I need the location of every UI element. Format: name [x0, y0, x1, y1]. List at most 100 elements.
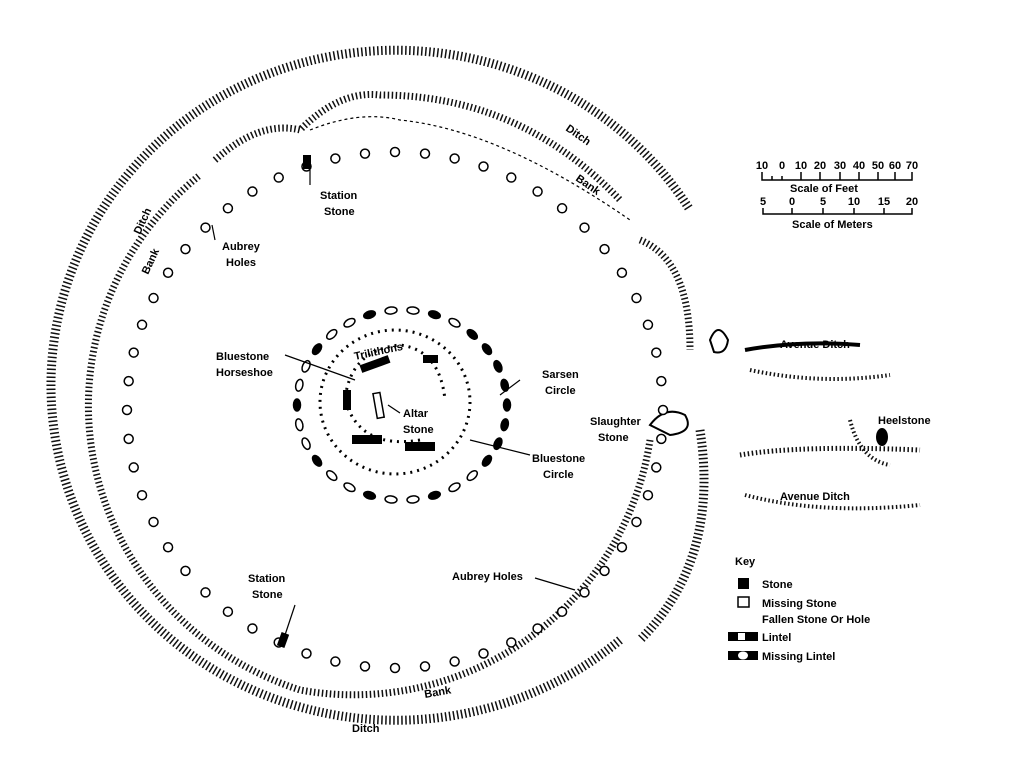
- label-bluestone-circle: Bluestone: [532, 453, 585, 465]
- sarsen-stone: [343, 317, 356, 328]
- label-bank-bottom: Bank: [423, 684, 452, 701]
- sarsen-stone: [384, 495, 398, 504]
- scale-feet-tick: 20: [814, 160, 826, 172]
- aubrey-hole: [148, 292, 159, 304]
- stone-hole-marker: [708, 329, 730, 354]
- aubrey-hole: [579, 587, 590, 598]
- aubrey-hole: [389, 662, 401, 674]
- sarsen-stone: [362, 490, 377, 500]
- scale-meters-tick: 20: [906, 196, 918, 208]
- aubrey-hole: [651, 462, 662, 473]
- aubrey-hole: [330, 153, 341, 164]
- scale-meters-title: Scale of Meters: [792, 219, 873, 231]
- label-slaughter-stone-2: Stone: [598, 432, 629, 444]
- label-avenue-ditch-bottom: Avenue Ditch: [780, 491, 850, 503]
- aubrey-hole: [359, 661, 371, 672]
- aubrey-hole: [247, 186, 258, 197]
- bank: [84, 90, 694, 699]
- aubrey-hole: [656, 375, 667, 387]
- aubrey-hole: [123, 375, 134, 387]
- trilithons: [343, 355, 438, 451]
- aubrey-hole: [631, 292, 642, 304]
- aubrey-hole: [247, 623, 258, 634]
- altar-stone: [372, 391, 386, 420]
- sarsen-circle: [292, 306, 512, 504]
- label-bluestone-horseshoe-2: Horseshoe: [216, 367, 273, 379]
- scale-feet-tick: 10: [756, 160, 768, 172]
- aubrey-hole: [162, 542, 174, 553]
- outer-ditch: [46, 45, 709, 725]
- label-altar-stone-2: Stone: [403, 424, 434, 436]
- aubrey-hole: [532, 186, 543, 197]
- sarsen-stone: [311, 343, 323, 356]
- scale-feet-title: Scale of Feet: [790, 183, 858, 195]
- aubrey-holes: [121, 146, 669, 674]
- key-title: Key: [735, 556, 756, 568]
- sarsen-stone: [466, 470, 479, 482]
- scale-feet-tick: 0: [779, 160, 785, 172]
- scale-feet-tick: 50: [872, 160, 884, 172]
- aubrey-hole: [506, 637, 517, 648]
- aubrey-hole: [330, 656, 341, 667]
- aubrey-hole: [162, 267, 174, 278]
- aubrey-hole: [478, 161, 489, 172]
- missing-stone-symbol: [737, 596, 750, 608]
- key-item-lintel: Lintel: [762, 632, 791, 644]
- inner-bank-edge: [309, 116, 631, 221]
- label-aubrey-holes-top-2: Holes: [226, 257, 256, 269]
- aubrey-hole: [449, 656, 460, 667]
- aubrey-hole: [136, 489, 148, 501]
- avenue: [739, 341, 921, 511]
- label-bluestone-horseshoe: Bluestone: [216, 351, 269, 363]
- scale-feet-tick: 40: [853, 160, 865, 172]
- sarsen-stone: [427, 310, 442, 320]
- aubrey-hole: [200, 222, 211, 233]
- sarsen-stone: [343, 482, 356, 493]
- aubrey-hole: [222, 203, 234, 214]
- label-station-stone-bottom-2: Stone: [252, 589, 283, 601]
- scale-meters-tick: 0: [789, 196, 795, 208]
- aubrey-hole: [556, 606, 568, 617]
- aubrey-hole: [128, 347, 139, 358]
- bluestone-horseshoe: [343, 343, 447, 444]
- sarsen-stone: [448, 317, 461, 328]
- key: Key Stone Missing Stone Fallen Stone Or …: [728, 556, 870, 663]
- sarsen-stone: [294, 418, 304, 432]
- sarsen-stone: [406, 495, 420, 504]
- aubrey-hole: [200, 587, 211, 598]
- aubrey-hole: [301, 648, 312, 659]
- aubrey-hole: [651, 347, 662, 358]
- scale-feet-tick: 10: [795, 160, 807, 172]
- label-bank-left: Bank: [140, 246, 163, 276]
- label-altar-stone: Altar: [403, 408, 429, 420]
- aubrey-hole: [449, 153, 460, 164]
- label-ditch-top: Ditch: [563, 123, 593, 149]
- aubrey-hole: [478, 648, 489, 659]
- label-station-stone-top-2: Stone: [324, 206, 355, 218]
- label-sarsen-circle-2: Circle: [545, 385, 576, 397]
- scale-meters-tick: 10: [848, 196, 860, 208]
- key-item-stone: Stone: [762, 579, 793, 591]
- aubrey-hole: [532, 623, 543, 634]
- label-heelstone: Heelstone: [878, 415, 931, 427]
- label-station-stone-top: Station: [320, 190, 358, 202]
- label-station-stone-bottom: Station: [248, 573, 286, 585]
- stone-symbol: [738, 578, 749, 589]
- aubrey-hole: [389, 146, 401, 158]
- label-aubrey-holes-top: Aubrey: [222, 241, 261, 253]
- aubrey-hole: [506, 172, 517, 183]
- label-bank-top: Bank: [573, 173, 603, 199]
- sarsen-stone: [325, 328, 338, 340]
- key-item-fallen-stone: Fallen Stone Or Hole: [762, 614, 870, 626]
- sarsen-stone: [500, 418, 510, 432]
- scale-feet-tick: 70: [906, 160, 918, 172]
- aubrey-hole: [128, 462, 139, 473]
- aubrey-hole: [556, 203, 568, 214]
- aubrey-hole: [656, 433, 667, 445]
- key-item-missing-lintel: Missing Lintel: [762, 651, 835, 663]
- aubrey-hole: [599, 243, 610, 255]
- aubrey-hole: [616, 542, 628, 553]
- scale-meters-tick: 5: [820, 196, 826, 208]
